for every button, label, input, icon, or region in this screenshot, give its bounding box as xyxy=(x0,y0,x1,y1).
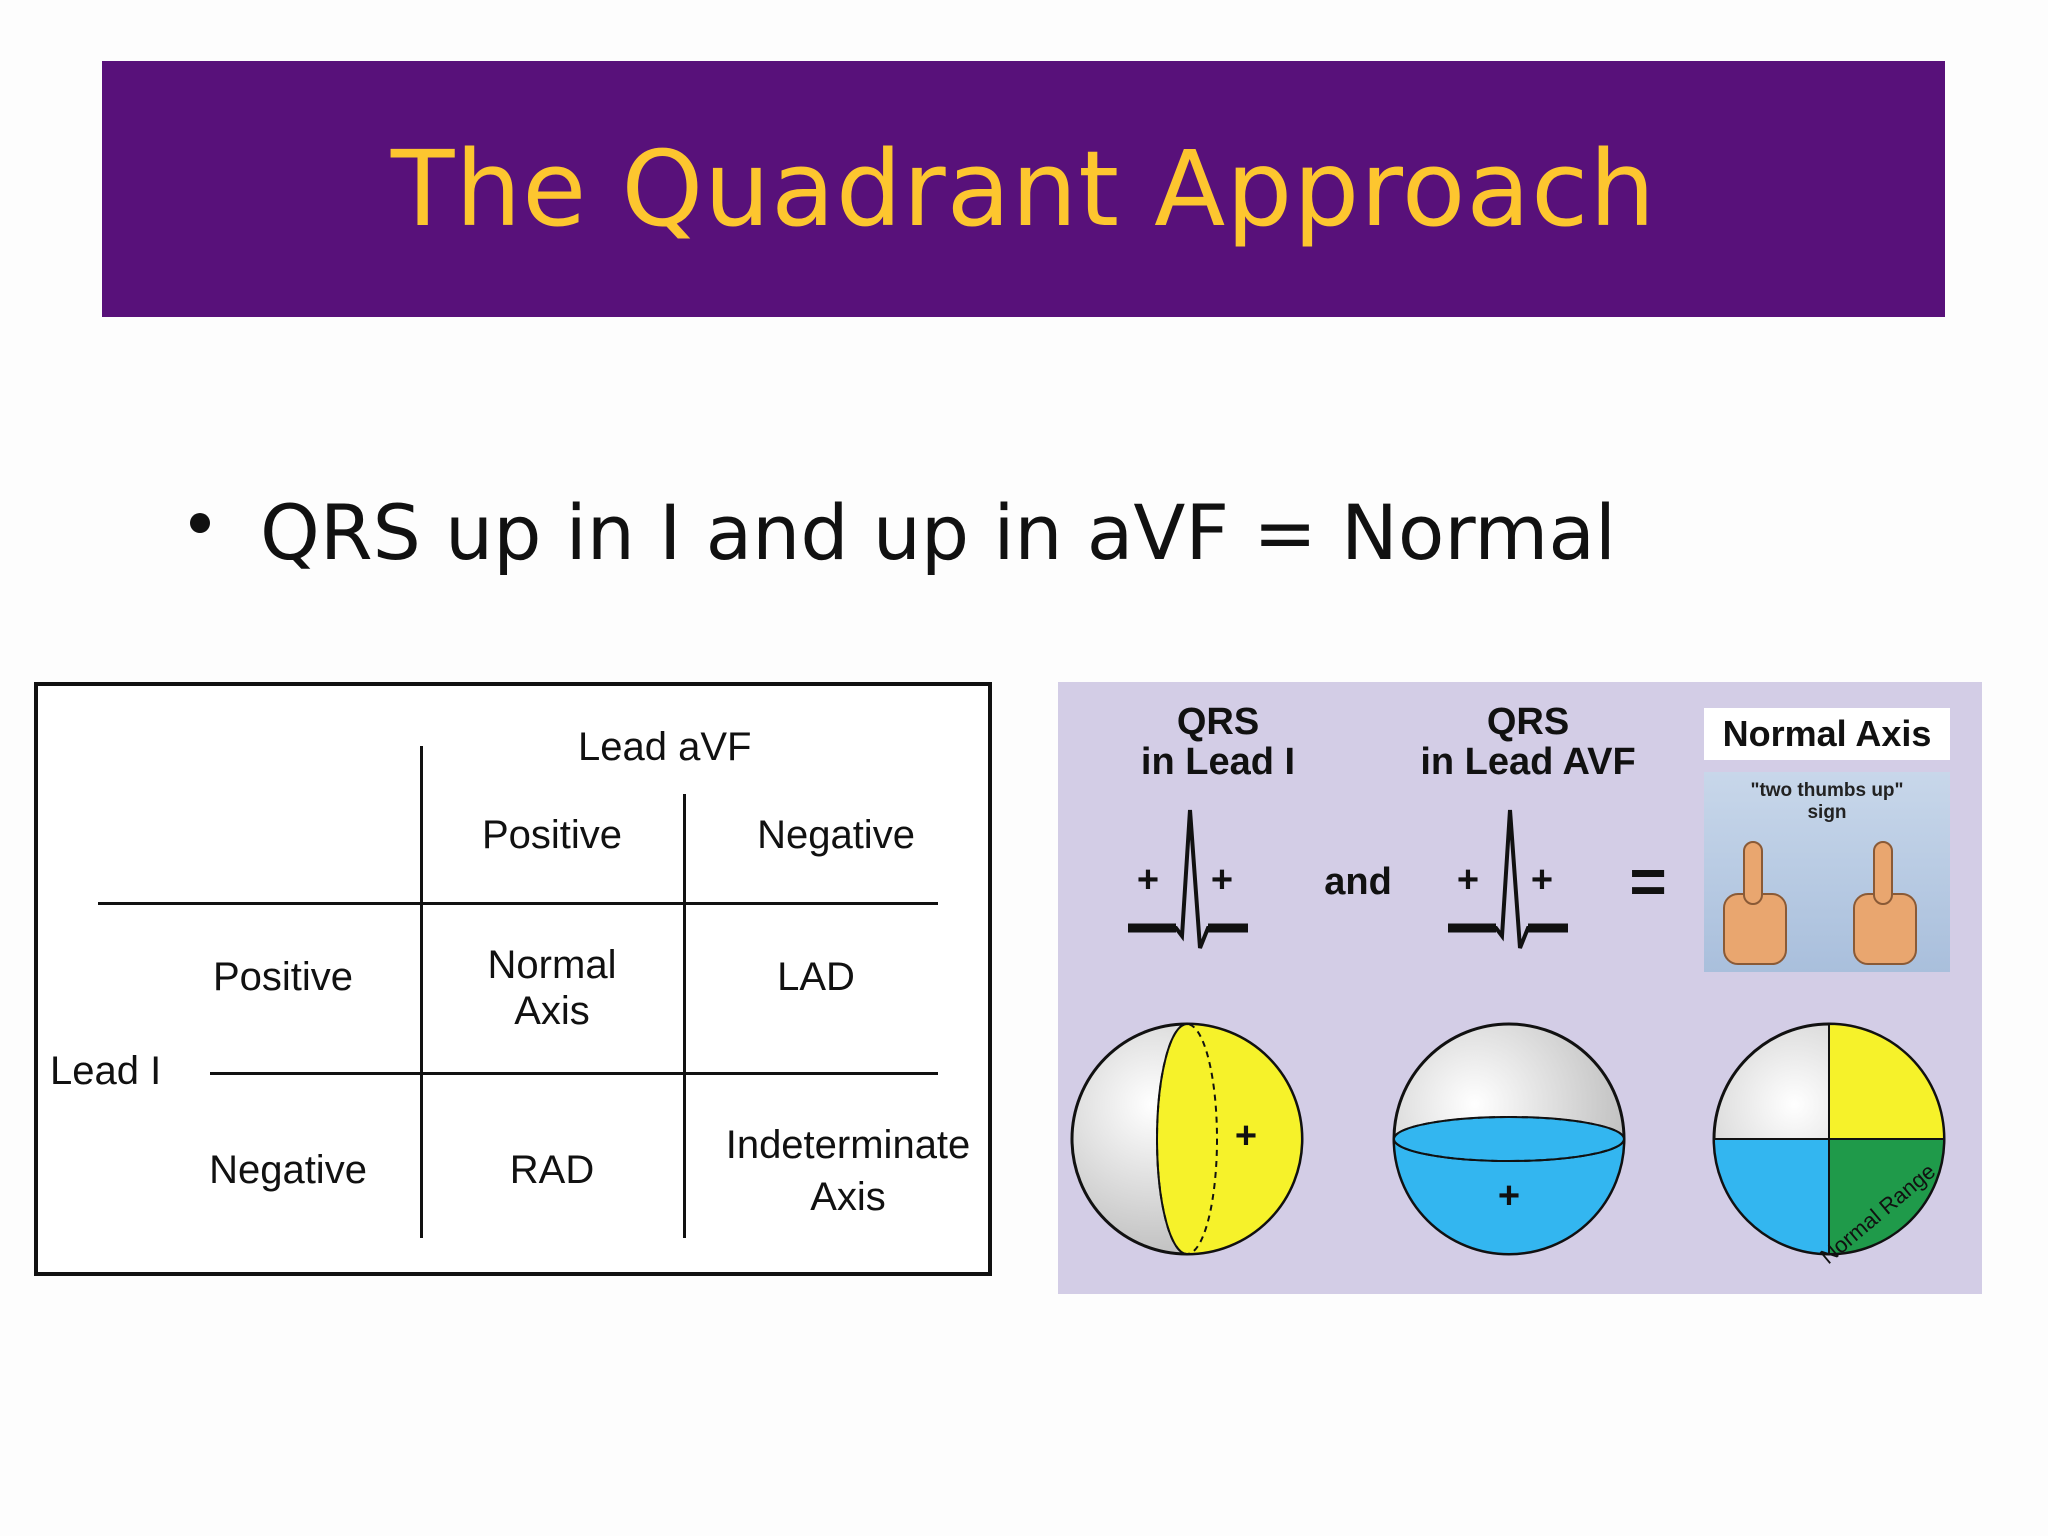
avf-plus-left: + xyxy=(1456,859,1480,901)
avf-plus-right: + xyxy=(1530,859,1554,901)
row-group-label: Lead I xyxy=(50,1049,162,1093)
row-header-positive: Positive xyxy=(212,955,354,999)
thumbs-up-icon xyxy=(1723,841,1917,965)
divider-col-1 xyxy=(420,746,423,1238)
avf-label-line2: in Lead AVF xyxy=(1420,741,1636,783)
thumbs-caption-line1: "two thumbs up" xyxy=(1750,780,1904,801)
cell-indeterminate-line1: Indeterminate xyxy=(725,1123,971,1167)
axis-illustration-panel: QRS in Lead I QRS in Lead AVF + + and + … xyxy=(1058,682,1982,1294)
slide-title: The Quadrant Approach xyxy=(390,128,1657,250)
title-bar: The Quadrant Approach xyxy=(102,61,1945,317)
col-header-positive: Positive xyxy=(481,813,623,857)
divider-col-2 xyxy=(683,794,686,1238)
avf-sphere-icon xyxy=(1392,1022,1626,1256)
thumbs-caption-line2: sign xyxy=(1807,802,1847,823)
and-text: and xyxy=(1324,861,1392,903)
lead1-sphere-plus: + xyxy=(1234,1115,1258,1157)
thumbs-caption: "two thumbs up" sign xyxy=(1704,780,1950,824)
avf-label-line1: QRS xyxy=(1486,701,1570,743)
lead1-label-line2: in Lead I xyxy=(1140,741,1296,783)
normal-axis-sphere-icon xyxy=(1712,1022,1946,1256)
divider-row-2 xyxy=(210,1072,938,1075)
avf-label: QRS in Lead AVF xyxy=(1378,702,1678,782)
bullet-text: QRS up in I and up in aVF = Normal xyxy=(260,488,1617,577)
avf-sphere-plus: + xyxy=(1497,1175,1521,1217)
cell-normal-axis-line1: Normal xyxy=(487,943,617,987)
divider-row-1 xyxy=(98,902,938,905)
equals-sign: = xyxy=(1629,845,1667,917)
lead1-label: QRS in Lead I xyxy=(1098,702,1338,782)
lead1-label-line1: QRS xyxy=(1176,701,1260,743)
cell-indeterminate-line2: Axis xyxy=(810,1175,886,1219)
thumbs-up-image: "two thumbs up" sign xyxy=(1704,772,1950,972)
quadrant-table: Lead aVF Positive Negative Positive Lead… xyxy=(34,682,992,1276)
lead1-plus-left: + xyxy=(1136,859,1160,901)
col-group-label: Lead aVF xyxy=(578,725,752,769)
cell-indeterminate-axis: Indeterminate Axis xyxy=(698,1122,998,1220)
cell-normal-axis: Normal Axis xyxy=(423,942,681,1034)
lead1-plus-right: + xyxy=(1210,859,1234,901)
bullet-point: QRS up in I and up in aVF = Normal xyxy=(190,488,1616,577)
bullet-dot-icon xyxy=(190,512,210,533)
col-header-negative: Negative xyxy=(757,813,915,857)
cell-rad: RAD xyxy=(509,1148,595,1192)
cell-lad: LAD xyxy=(777,955,855,999)
qrs-lead1-icon xyxy=(1128,809,1248,949)
row-header-negative: Negative xyxy=(209,1148,367,1192)
lead1-sphere-icon xyxy=(1070,1022,1304,1256)
normal-axis-label: Normal Axis xyxy=(1704,708,1950,760)
qrs-avf-icon xyxy=(1448,809,1568,949)
cell-normal-axis-line2: Axis xyxy=(514,989,590,1033)
